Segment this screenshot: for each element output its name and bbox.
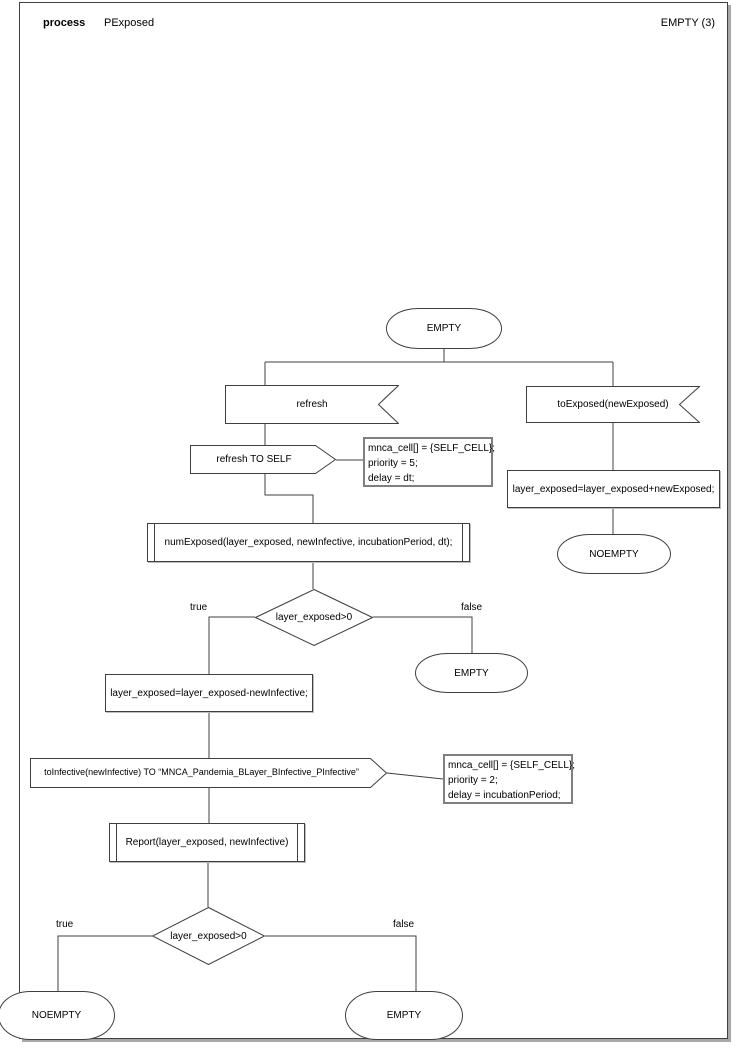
action-add-exposed[interactable]: layer_exposed=layer_exposed+newExposed;: [507, 470, 720, 508]
branch-true-label-2: true: [56, 919, 74, 930]
signal-receive-refresh[interactable]: refresh: [225, 385, 399, 424]
state-empty-bottom-label: EMPTY: [386, 1010, 422, 1021]
state-empty-start[interactable]: EMPTY: [386, 308, 502, 349]
subprocess-numexposed-label: numExposed(layer_exposed, newInfective, …: [164, 537, 453, 548]
annotation-refresh-params[interactable]: mnca_cell[] = {SELF_CELL}; priority = 5;…: [363, 437, 496, 487]
signal-receive-toexposed[interactable]: toExposed(newExposed): [526, 386, 700, 423]
signal-send-shape: [190, 445, 336, 474]
action-add-exposed-label: layer_exposed=layer_exposed+newExposed;: [512, 483, 715, 495]
state-empty-mid[interactable]: EMPTY: [415, 653, 528, 693]
decision-layer-exposed-2-label: layer_exposed>0: [170, 930, 247, 942]
annotation-line: mnca_cell[] = {SELF_CELL};: [448, 760, 576, 771]
annotation-line: delay = dt;: [368, 473, 415, 484]
signal-send-refresh-self[interactable]: refresh TO SELF: [190, 445, 336, 474]
state-noempty-right[interactable]: NOEMPTY: [557, 534, 671, 574]
annotation-line: delay = incubationPeriod;: [448, 790, 561, 801]
decision-layer-exposed-1[interactable]: layer_exposed>0: [255, 589, 373, 646]
decision-layer-exposed-2[interactable]: layer_exposed>0: [152, 907, 265, 965]
annotation-infective-params[interactable]: mnca_cell[] = {SELF_CELL}; priority = 2;…: [443, 754, 576, 804]
subprocess-report-label: Report(layer_exposed, newInfective): [125, 837, 289, 848]
decision-layer-exposed-1-label: layer_exposed>0: [275, 612, 353, 623]
state-empty-mid-label: EMPTY: [454, 667, 489, 679]
signal-receive-shape: [225, 385, 399, 424]
subprocess-report[interactable]: Report(layer_exposed, newInfective): [109, 823, 305, 862]
action-subtract-infective[interactable]: layer_exposed=layer_exposed-newInfective…: [105, 674, 313, 712]
decision-diamond-shape: [152, 907, 265, 965]
signal-send-toinfective-label: toInfective(newInfective) TO “MNCA_Pande…: [44, 767, 359, 778]
process-kind-label: process: [43, 17, 86, 29]
subprocess-numexposed[interactable]: numExposed(layer_exposed, newInfective, …: [147, 523, 470, 562]
annotation-line: mnca_cell[] = {SELF_CELL};: [368, 443, 496, 454]
signal-send-toinfective[interactable]: toInfective(newInfective) TO “MNCA_Pande…: [30, 758, 387, 788]
signal-send-shape: [30, 758, 387, 788]
annotation-line: priority = 2;: [448, 775, 498, 786]
state-noempty-bottom[interactable]: NOEMPTY: [0, 991, 115, 1040]
branch-true-label-1: true: [190, 602, 208, 613]
signal-receive-toexposed-label: toExposed(newExposed): [557, 399, 669, 410]
branch-false-label-1: false: [461, 602, 483, 613]
process-name: PExposed: [104, 17, 155, 29]
state-noempty-bottom-label: NOEMPTY: [31, 1010, 82, 1021]
signal-send-refresh-self-label: refresh TO SELF: [216, 454, 292, 465]
signal-receive-shape: [526, 386, 700, 423]
branch-false-label-2: false: [393, 919, 415, 930]
decision-diamond-shape: [255, 589, 373, 646]
annotation-line: priority = 5;: [368, 458, 418, 469]
state-empty-bottom[interactable]: EMPTY: [345, 991, 463, 1040]
state-counter-label: EMPTY (3): [660, 17, 715, 29]
state-empty-start-label: EMPTY: [426, 323, 462, 334]
state-noempty-right-label: NOEMPTY: [589, 548, 639, 560]
action-subtract-infective-label: layer_exposed=layer_exposed-newInfective…: [110, 687, 308, 699]
signal-receive-refresh-label: refresh: [296, 399, 328, 410]
